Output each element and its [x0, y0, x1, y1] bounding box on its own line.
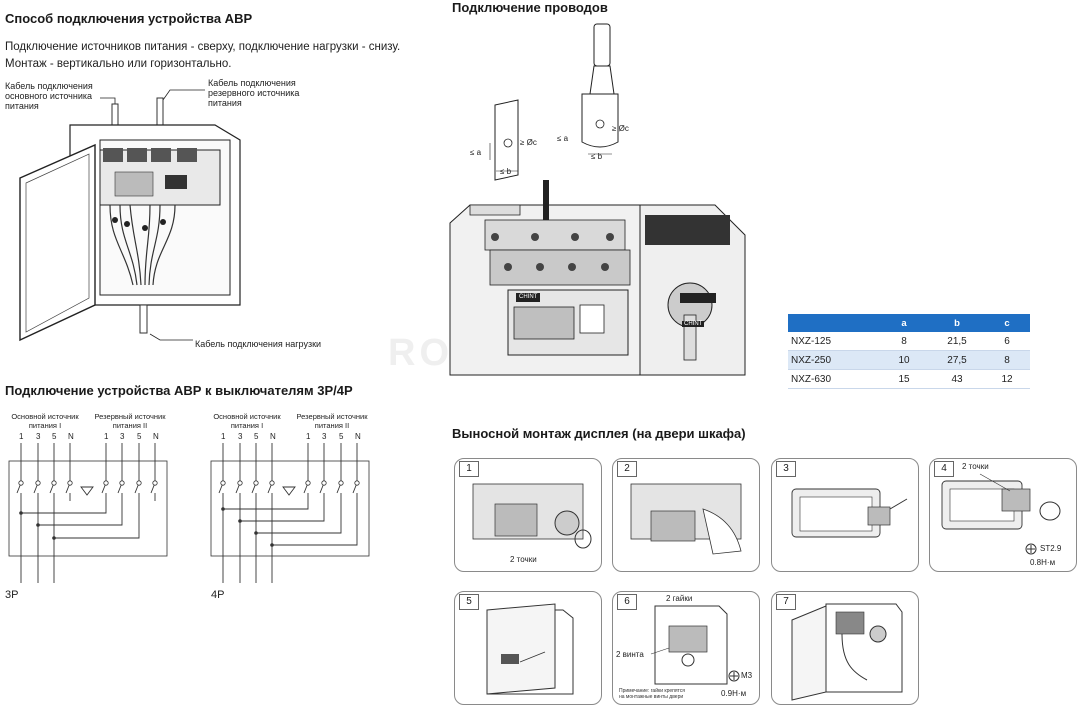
table-row: NXZ-125 8 21,5 6: [788, 332, 1030, 351]
screw-spec: ST2.9: [1040, 544, 1062, 553]
step-panel-5: 5: [454, 591, 602, 705]
scheme3p-terminal: N: [68, 432, 74, 441]
footnote-line-1: Примечание: гайки крепятся: [619, 688, 685, 694]
step-panel-1: 1 2 точки: [454, 458, 602, 572]
cabinet-illustration: [19, 89, 241, 342]
table-cell: NXZ-125: [788, 332, 878, 351]
scheme4p-terminal: 3: [238, 432, 243, 441]
scheme-3p-diagram: [8, 443, 168, 583]
step-number: 3: [776, 461, 796, 477]
step-illustration: [630, 483, 742, 555]
callout-main-cable: Кабель подключения основного источника п…: [5, 81, 93, 111]
dim-c-label: ≥ Øc: [520, 138, 537, 147]
step-illustration: [650, 605, 740, 685]
table-row: NXZ-250 10 27,5 8: [788, 350, 1030, 370]
table-cell: NXZ-250: [788, 350, 878, 370]
scheme3p-terminal: 5: [137, 432, 142, 441]
scheme3p-terminal: 3: [120, 432, 125, 441]
scheme4p-terminal: 5: [339, 432, 344, 441]
step-illustration: [472, 483, 592, 549]
step-panel-2: 2: [612, 458, 760, 572]
scheme-4p-diagram: [210, 443, 370, 583]
table-header-row: a b c: [788, 314, 1030, 332]
scheme4p-terminal: 1: [306, 432, 311, 441]
table-row: NXZ-630 15 43 12: [788, 369, 1030, 389]
scheme4p-terminal: 3: [322, 432, 327, 441]
ats-device-drawing: [449, 180, 746, 376]
description-line-2: Монтаж - вертикально или горизонтально.: [5, 58, 232, 70]
dim-a-label-2: ≤ a: [557, 134, 569, 143]
step-illustration: [486, 603, 574, 695]
scheme3p-terminal: 3: [36, 432, 41, 441]
step-number: 2: [617, 461, 637, 477]
step-note: 2 точки: [962, 462, 989, 471]
torque-spec: 0.8Н·м: [1030, 558, 1056, 567]
step-number: 5: [459, 594, 479, 610]
callout-load-cable: Кабель подключения нагрузки: [195, 339, 322, 349]
dim-a-label: ≤ a: [470, 148, 482, 157]
callout-reserve-cable: Кабель подключения резервного источника …: [208, 78, 300, 108]
table-cell: 21,5: [930, 332, 984, 351]
scheme4p-terminal: 1: [221, 432, 226, 441]
screw-spec: M3: [741, 671, 753, 680]
table-header: a: [878, 314, 930, 332]
brand-logo-handle: CHINT: [682, 321, 705, 327]
table-header: [788, 314, 878, 332]
table-cell: 8: [984, 350, 1030, 370]
table-cell: 10: [878, 350, 930, 370]
cable-lug-drawing: [581, 23, 619, 155]
scheme3p-source1-label: Основной источник питания I: [11, 412, 79, 430]
table-cell: 6: [984, 332, 1030, 351]
spec-table: a b c NXZ-125 8 21,5 6 NXZ-250 10 27,5 8…: [788, 314, 1030, 389]
table-cell: 12: [984, 369, 1030, 389]
brand-logo: CHINT: [517, 294, 540, 300]
table-cell: 8: [878, 332, 930, 351]
table-cell: 15: [878, 369, 930, 389]
scheme4p-terminal: N: [355, 432, 361, 441]
scheme3p-terminal: 1: [19, 432, 24, 441]
busbar-lug-drawing: [489, 99, 519, 181]
table-header: c: [984, 314, 1030, 332]
step-illustration: [941, 473, 1061, 555]
step-note-screws: 2 винта: [616, 650, 644, 659]
scheme-4p-label: 4P: [211, 589, 225, 601]
step-number: 1: [459, 461, 479, 477]
step-number: 4: [934, 461, 954, 477]
scheme-3p-label: 3P: [5, 589, 19, 601]
step-panel-4: 4 2 точки ST2.9 0.8Н·м: [929, 458, 1077, 572]
footnote-line-2: на монтажные винты двери: [619, 694, 684, 700]
section-title-connection-method: Способ подключения устройства АВР: [5, 11, 253, 26]
step-panel-6: 6 2 гайки 2 винта M3 0.9Н·м Примечание: …: [612, 591, 760, 705]
section-title-wires: Подключение проводов: [452, 0, 608, 15]
step-number: 6: [617, 594, 637, 610]
step-illustration: [791, 603, 903, 701]
dim-c-label-2: ≥ Øc: [612, 124, 629, 133]
scheme4p-terminal: 5: [254, 432, 259, 441]
description-line-1: Подключение источников питания - сверху,…: [5, 41, 401, 53]
step-panel-7: 7: [771, 591, 919, 705]
table-cell: 27,5: [930, 350, 984, 370]
table-cell: 43: [930, 369, 984, 389]
step-illustration: [791, 488, 908, 538]
scheme3p-terminal: N: [153, 432, 159, 441]
step-panel-3: 3: [771, 458, 919, 572]
scheme3p-terminal: 1: [104, 432, 109, 441]
scheme3p-terminal: 5: [52, 432, 57, 441]
scheme4p-source2-label: Резервный источник питания II: [296, 412, 368, 430]
step-note: 2 точки: [510, 555, 537, 564]
scheme3p-source2-label: Резервный источник питания II: [94, 412, 166, 430]
step-note-nuts: 2 гайки: [666, 594, 693, 603]
scheme4p-terminal: N: [270, 432, 276, 441]
section-title-remote-display: Выносной монтаж дисплея (на двери шкафа): [452, 426, 746, 441]
table-cell: NXZ-630: [788, 369, 878, 389]
scheme4p-source1-label: Основной источник питания I: [213, 412, 281, 430]
step-number: 7: [776, 594, 796, 610]
torque-spec: 0.9Н·м: [721, 689, 747, 698]
section-title-schemes: Подключение устройства АВР к выключателя…: [5, 383, 353, 398]
dim-b-label-2: ≤ b: [591, 152, 603, 161]
table-header: b: [930, 314, 984, 332]
dim-b-label: ≤ b: [500, 167, 512, 176]
